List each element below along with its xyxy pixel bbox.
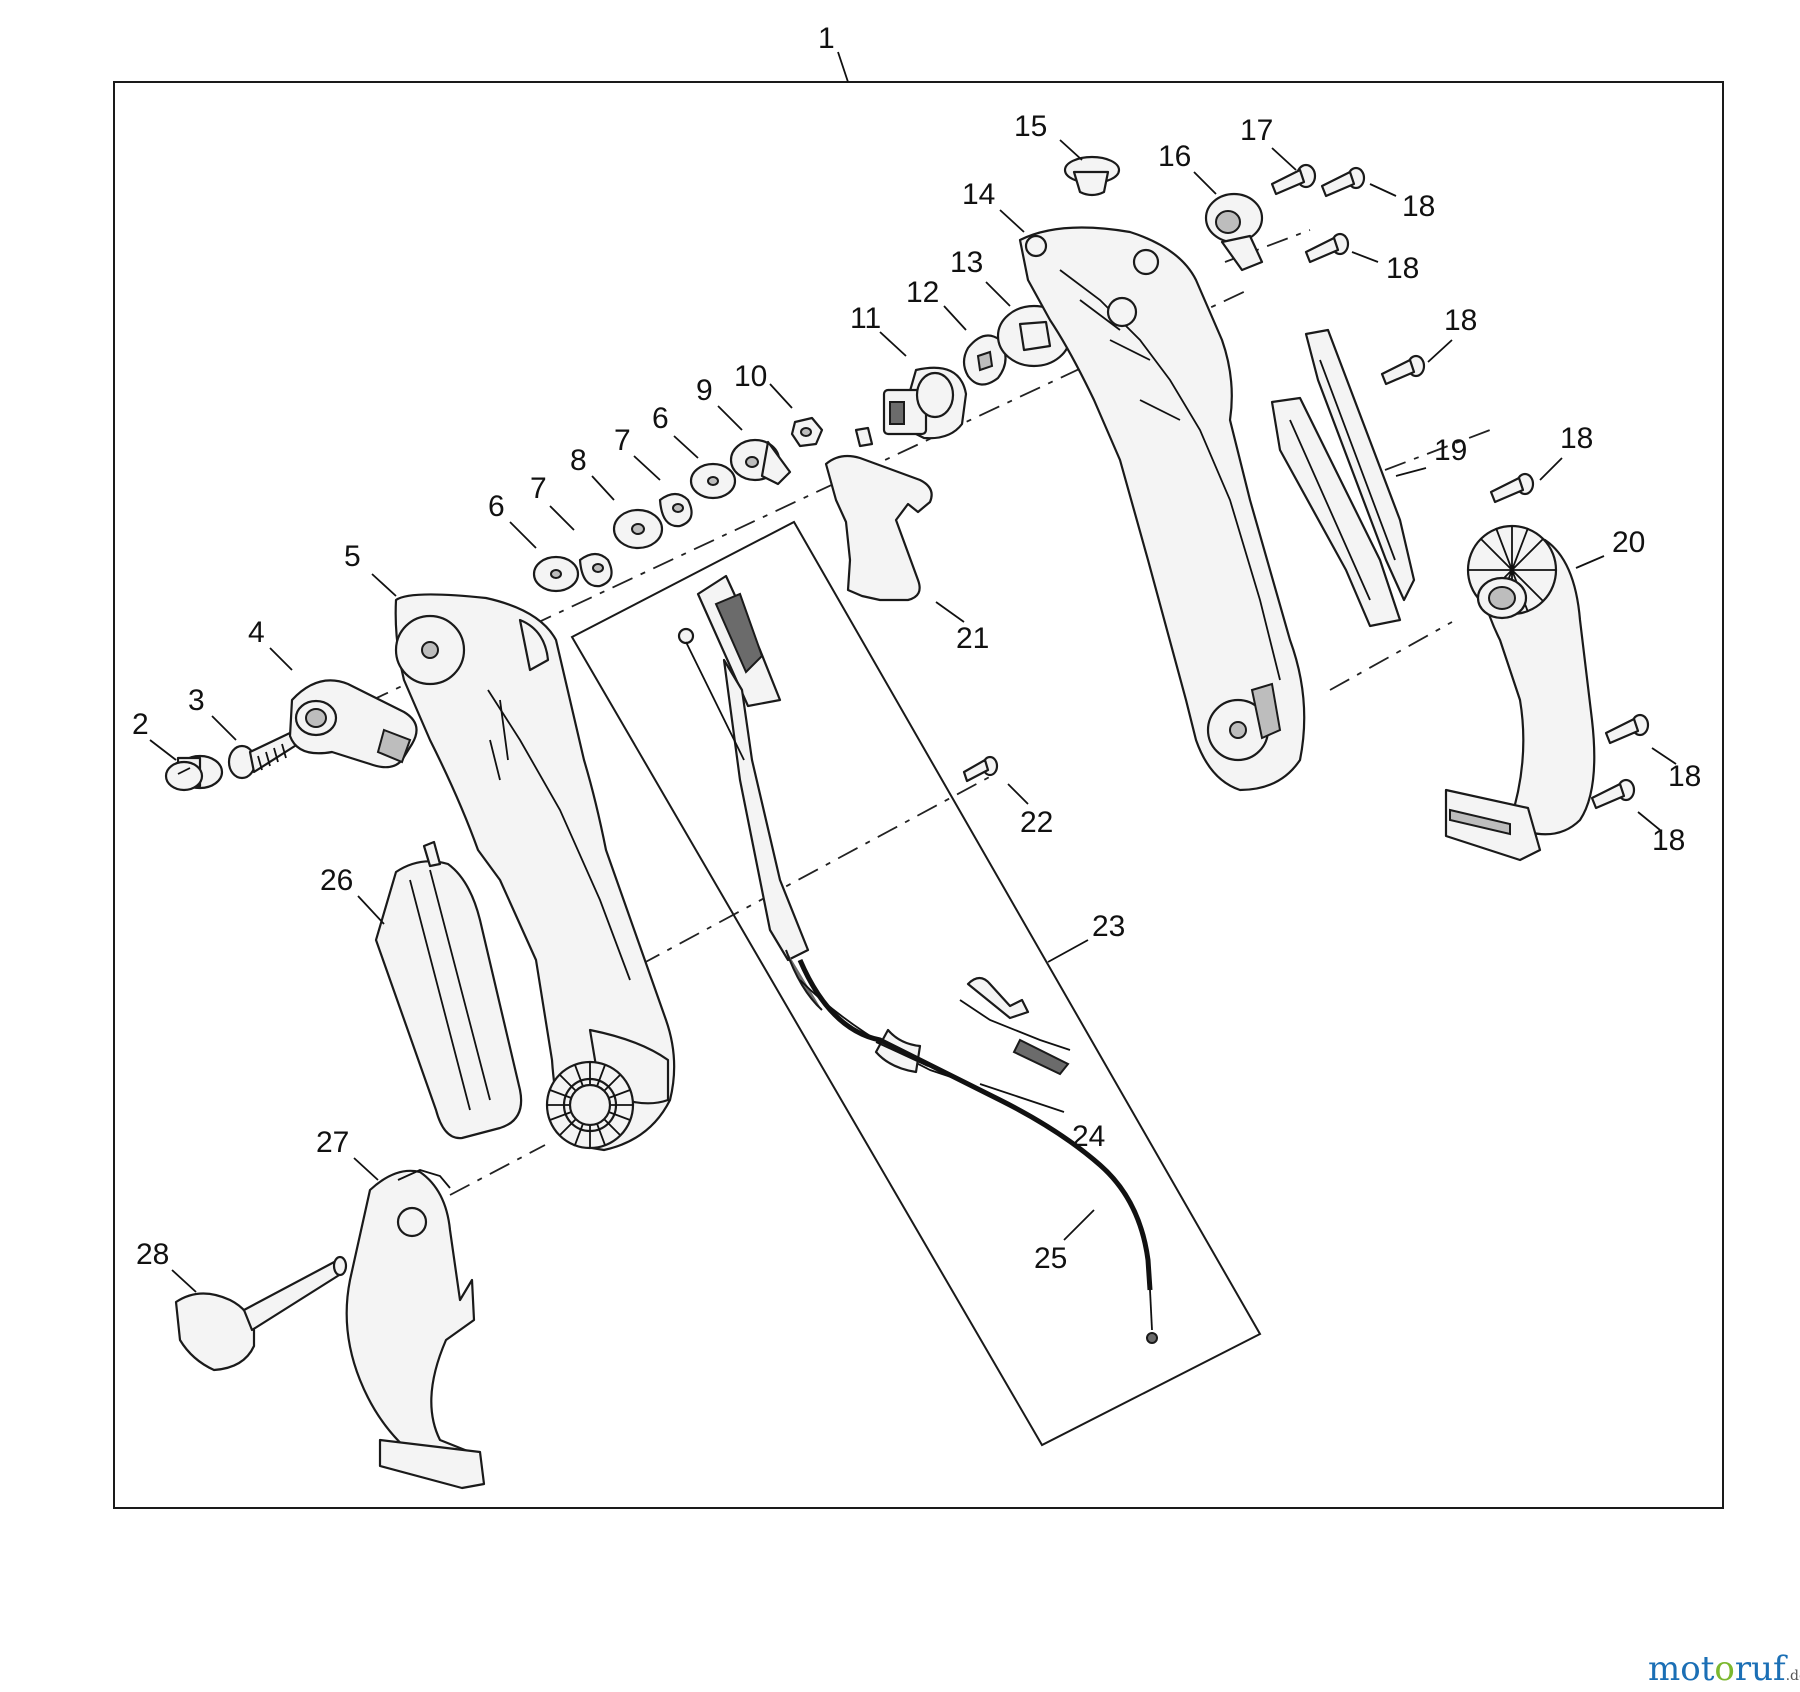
callout-9: 9 — [696, 374, 713, 407]
part-12-plate — [962, 334, 1007, 386]
part-18-screw-d — [1489, 472, 1535, 504]
part-26-grip-cover — [374, 840, 523, 1140]
callout-18f: 18 — [1652, 824, 1685, 857]
callout-8: 8 — [570, 444, 587, 477]
watermark-logo: motoruf.de — [1648, 1649, 1800, 1689]
assembly-axis-screw18 — [1384, 429, 1491, 471]
part-5-handle-left — [394, 593, 676, 1152]
part-10-nut — [790, 416, 824, 448]
part-3-screw — [227, 730, 300, 780]
callout-17: 17 — [1240, 114, 1273, 147]
callout-7a: 7 — [530, 472, 547, 505]
callout-23: 23 — [1092, 910, 1125, 943]
callout-10: 10 — [734, 360, 767, 393]
callout-20: 20 — [1612, 526, 1645, 559]
part-7-washer-a — [578, 552, 613, 588]
part-11-switch — [882, 366, 968, 440]
part-14-handle-right — [1018, 226, 1306, 792]
callout-labels: 1 2 3 4 5 6 7 8 7 6 9 10 11 12 13 14 15 … — [132, 22, 1701, 1275]
callout-6a: 6 — [488, 490, 505, 523]
part-2-cap — [164, 754, 224, 792]
callout-18d: 18 — [1560, 422, 1593, 455]
callout-16: 16 — [1158, 140, 1191, 173]
part-6-washer-a — [532, 555, 580, 593]
callout-18a: 18 — [1402, 190, 1435, 223]
callout-19: 19 — [1434, 434, 1467, 467]
callout-11: 11 — [850, 302, 881, 335]
callout-3: 3 — [188, 684, 205, 717]
part-18-screw-b — [1304, 232, 1350, 264]
assembly-axis-main — [367, 289, 1249, 703]
callout-22: 22 — [1020, 806, 1053, 839]
cable-group-frame — [570, 520, 1262, 1447]
callout-24: 24 — [1072, 1120, 1105, 1153]
assembly-frame — [113, 81, 1724, 1509]
callout-13: 13 — [950, 246, 983, 279]
watermark-part3: ruf — [1735, 1649, 1788, 1689]
part-25-throttle-cable — [797, 959, 1158, 1344]
part-24-wire-lead — [785, 949, 1071, 1081]
part-16-ring-clamp — [1204, 192, 1264, 272]
part-23-throttle-lever — [677, 574, 810, 962]
part-18-screw-f — [1590, 778, 1636, 810]
part-21-trigger — [824, 426, 933, 602]
callout-27: 27 — [316, 1126, 349, 1159]
part-15-plug — [1063, 155, 1121, 197]
part-4-lever — [288, 679, 418, 769]
watermark-part2: o — [1714, 1649, 1734, 1689]
part-20-gear — [1466, 524, 1558, 620]
part-18-screw-a — [1320, 166, 1366, 198]
callout-26: 26 — [320, 864, 353, 897]
callout-7b: 7 — [614, 424, 631, 457]
part-18-screw-c — [1380, 354, 1426, 386]
callout-1: 1 — [818, 22, 835, 55]
part-8-washer — [612, 508, 664, 550]
leader-lines — [149, 139, 1677, 1293]
part-28-knob-bolt — [174, 1255, 348, 1372]
callout-4: 4 — [248, 616, 265, 649]
part-9-spacer — [729, 438, 792, 486]
callout-18b: 18 — [1386, 252, 1419, 285]
part-18-screw-e — [1604, 713, 1650, 745]
callout-14: 14 — [962, 178, 995, 211]
part-22-screw — [962, 755, 999, 783]
part-5-gear — [545, 1060, 635, 1150]
part-19-cover-strip — [1270, 328, 1416, 628]
assembly-axis-lower — [639, 773, 996, 966]
callout-12: 12 — [906, 276, 939, 309]
callout-15: 15 — [1014, 110, 1047, 143]
assembly-axis-right — [1329, 621, 1453, 691]
part-17-screw — [1270, 163, 1317, 196]
assembly-axis-bottom — [449, 1144, 546, 1196]
callout-18e: 18 — [1668, 760, 1701, 793]
callout-5: 5 — [344, 540, 361, 573]
callout-2: 2 — [132, 708, 149, 741]
callout-6b: 6 — [652, 402, 669, 435]
part-7-washer-b — [658, 492, 693, 528]
callout-18c: 18 — [1444, 304, 1477, 337]
callout-21: 21 — [956, 622, 989, 655]
callout-25: 25 — [1034, 1242, 1067, 1275]
watermark-suffix: .de — [1786, 1668, 1800, 1684]
part-6-washer-b — [689, 462, 737, 500]
callout-28: 28 — [136, 1238, 169, 1271]
part-27-clamp-bracket — [345, 1169, 486, 1490]
watermark-part1: mot — [1648, 1649, 1715, 1689]
